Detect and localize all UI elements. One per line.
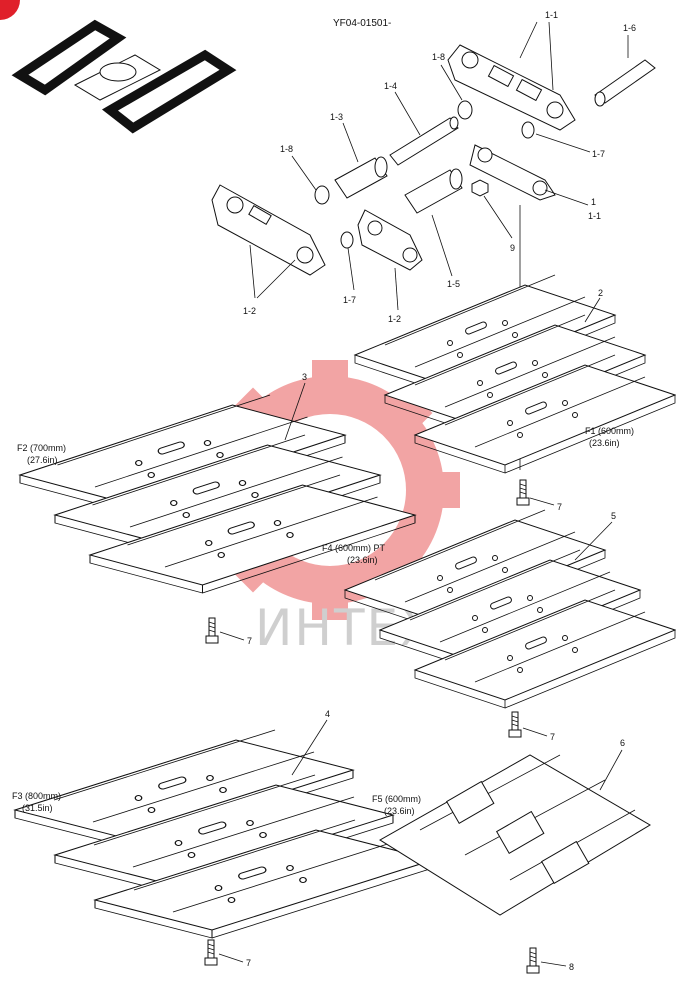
link-middle (357, 209, 423, 271)
corner-badge (0, 0, 20, 20)
callout-1-1-top: 1-1 (545, 10, 558, 20)
shoe-f4-label-in: (23.6in) (347, 555, 378, 565)
shoe-f5-label-in: (23.6in) (384, 806, 415, 816)
shoe-f3-label-in: (31.5in) (22, 803, 53, 813)
bolt-7-d (204, 939, 218, 966)
nut (471, 179, 489, 197)
shoe-f3 (14, 729, 434, 939)
callout-7-b: 7 (247, 636, 252, 646)
callout-7-a: 7 (557, 502, 562, 512)
bolt-8 (526, 947, 540, 974)
bolt-7-b (205, 617, 219, 644)
callout-1: 1 (591, 197, 596, 207)
shoe-f4-label: F4 (600mm) PT (322, 543, 386, 553)
shoe-f3-label: F3 (800mm) (12, 791, 61, 801)
pin (594, 59, 656, 107)
shoe-f5 (379, 754, 651, 916)
callout-1-2-mid: 1-2 (388, 314, 401, 324)
callout-8: 8 (569, 962, 574, 972)
link-right-lower (469, 144, 556, 201)
callout-1-4: 1-4 (384, 81, 397, 91)
callout-1-7-left: 1-7 (343, 295, 356, 305)
undercarriage-thumbnail (11, 19, 237, 134)
shoe-f5-label: F5 (600mm) (372, 794, 421, 804)
seals (314, 100, 535, 249)
diagram-code: YF04-01501- (333, 18, 391, 29)
callout-3: 3 (302, 372, 307, 382)
pin-1-4 (389, 116, 459, 166)
link-left (211, 184, 326, 276)
callout-1-7-right: 1-7 (592, 149, 605, 159)
callout-1-8-top: 1-8 (432, 52, 445, 62)
link-right-upper (447, 44, 576, 131)
bushing-1-3 (334, 156, 388, 199)
callout-1-6: 1-6 (623, 23, 636, 33)
shoe-f2-label-in: (27.6in) (27, 455, 58, 465)
bolt-7-c (508, 711, 522, 738)
callout-1-8-left: 1-8 (280, 144, 293, 154)
callout-1-5: 1-5 (447, 279, 460, 289)
shoe-f1-label: F1 (600mm) (585, 426, 634, 436)
callout-7-c: 7 (550, 732, 555, 742)
callout-4: 4 (325, 709, 330, 719)
shoe-f2-label: F2 (700mm) (17, 443, 66, 453)
callout-2: 2 (598, 288, 603, 298)
callout-5: 5 (611, 511, 616, 521)
callout-6: 6 (620, 738, 625, 748)
callout-1-3: 1-3 (330, 112, 343, 122)
callout-9: 9 (510, 243, 515, 253)
bushing-1-5 (404, 168, 463, 214)
callout-7-d: 7 (246, 958, 251, 968)
shoe-f1-label-in: (23.6in) (589, 438, 620, 448)
bolt-7-a (516, 479, 530, 506)
callout-1-2-left: 1-2 (243, 306, 256, 316)
callout-1-1: 1-1 (588, 211, 601, 221)
